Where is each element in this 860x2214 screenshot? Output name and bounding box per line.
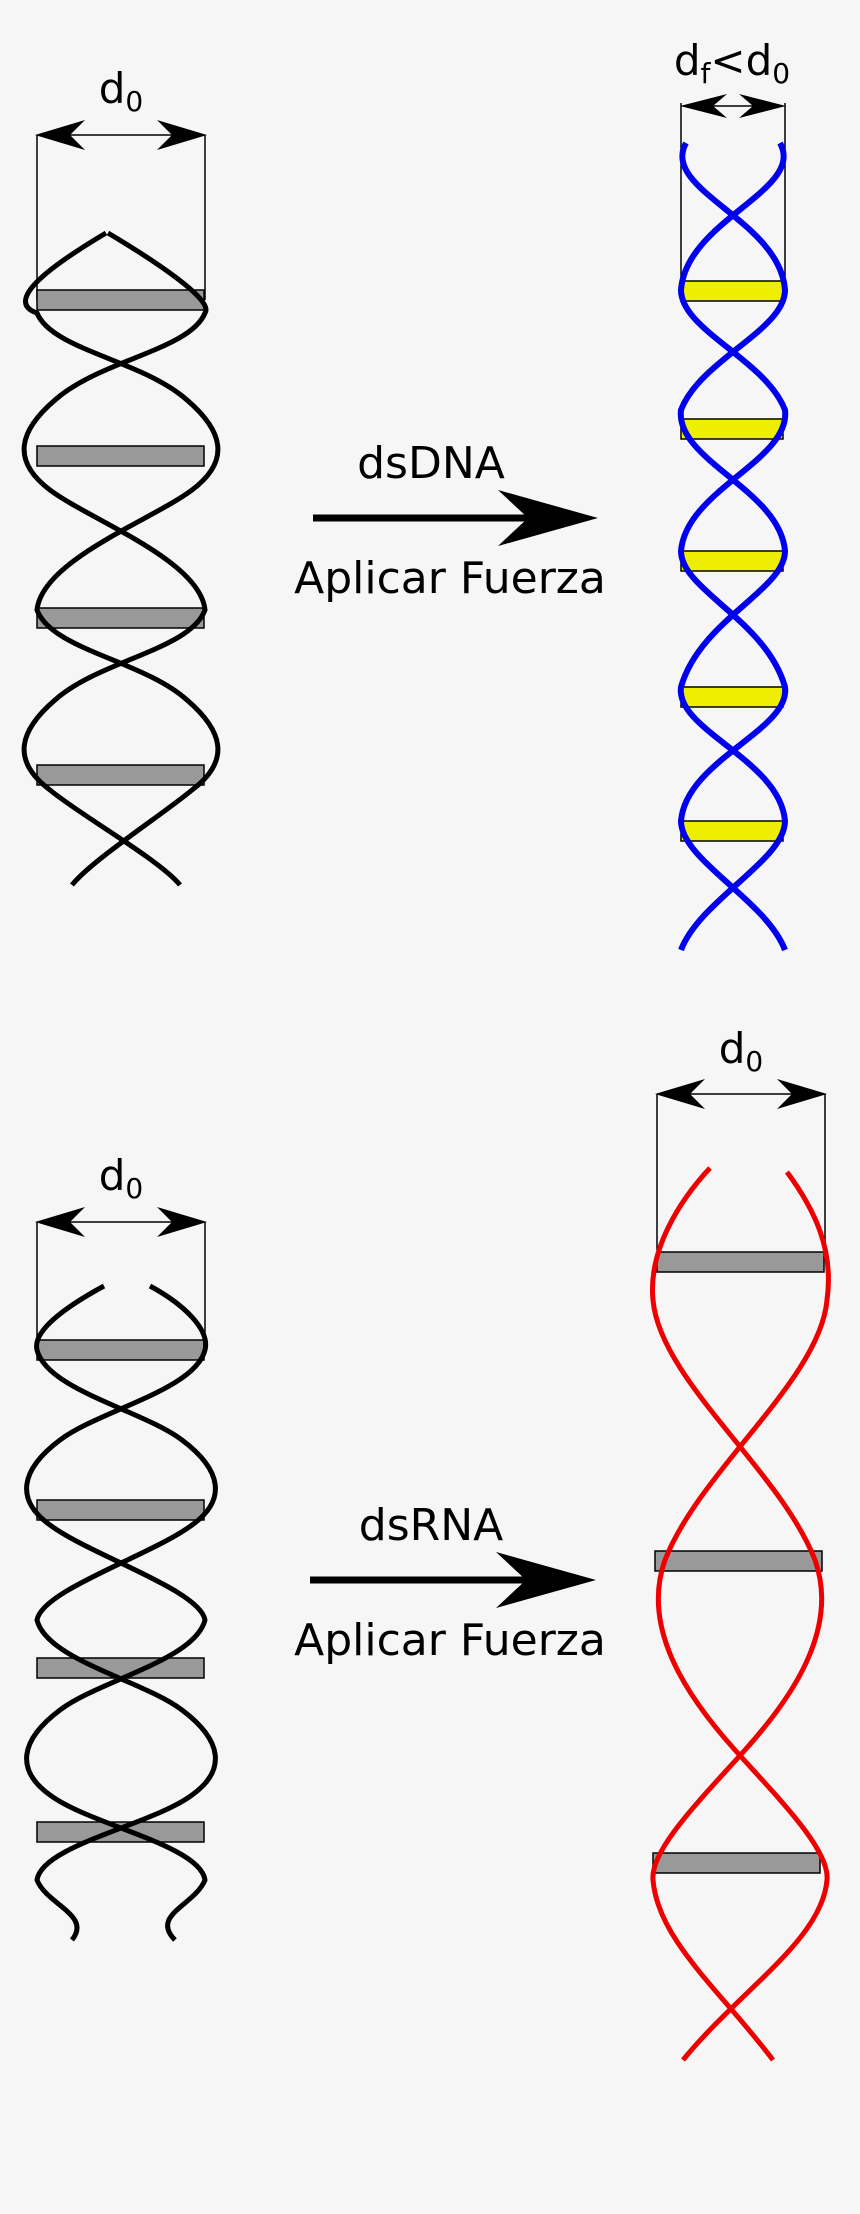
dsdna-stretched-width-label: df<d0: [674, 36, 790, 90]
dsrna-stretched-strand-a: [649, 1166, 825, 2062]
dsrna-stretched-base-pairs: [652, 1251, 825, 1874]
dsrna-relaxed-width-marker: d0: [35, 1151, 207, 1350]
dsrna-stretched-width-marker: d0: [655, 1024, 827, 1250]
dsrna-stretched-strand-b: [655, 1170, 831, 2062]
dsdna-molecule-label: dsDNA: [357, 438, 505, 489]
dsdna-action-label: Aplicar Fuerza: [294, 553, 606, 604]
dsdna-relaxed-strand-a: [21, 230, 209, 887]
dsdna-stretched-helix: df<d0: [674, 36, 790, 952]
base-pair-rung: [36, 1821, 205, 1843]
dsdna-stretched-base-pairs: [680, 280, 784, 842]
dsdna-transition: dsDNA Aplicar Fuerza: [294, 438, 606, 604]
base-pair-rung: [36, 764, 205, 786]
base-pair-rung: [652, 1852, 821, 1874]
dsdna-panel: d0 dsDNA Aplicar Fuerza: [21, 36, 790, 952]
dsdna-relaxed-strand-b: [23, 230, 221, 887]
left-arrowhead: [655, 1079, 705, 1109]
dsrna-action-label: Aplicar Fuerza: [294, 1615, 606, 1666]
dsrna-stretched-helix: d0: [649, 1024, 831, 2062]
right-arrowhead: [157, 1207, 207, 1237]
dsdna-relaxed-helix: d0: [21, 64, 221, 887]
base-pair-rung: [36, 1657, 205, 1679]
base-pair-rung: [36, 445, 205, 467]
base-pair-rung: [680, 550, 784, 572]
dsrna-relaxed-strand-b: [34, 1283, 218, 1942]
base-pair-rung: [36, 1339, 205, 1361]
base-pair-rung: [680, 280, 784, 302]
dsrna-molecule-label: dsRNA: [359, 1500, 503, 1551]
dsdna-relaxed-width-label: d0: [99, 64, 144, 118]
dsdna-relaxed-width-marker: d0: [35, 64, 207, 300]
right-arrowhead: [157, 120, 207, 150]
base-pair-rung: [654, 1550, 823, 1572]
base-pair-rung: [36, 289, 205, 311]
dsrna-relaxed-helix: d0: [24, 1151, 218, 1942]
force-arrow-head: [498, 490, 598, 546]
dsrna-relaxed-strand-a: [24, 1283, 209, 1942]
base-pair-rung: [656, 1251, 825, 1273]
base-pair-rung: [680, 686, 784, 708]
base-pair-rung: [680, 820, 784, 842]
force-arrow-head: [496, 1552, 596, 1608]
left-arrowhead: [35, 120, 85, 150]
base-pair-rung: [36, 1499, 205, 1521]
dsrna-panel: d0 dsRNA Aplicar Fuerza: [24, 1024, 831, 2062]
right-arrowhead: [777, 1079, 827, 1109]
base-pair-rung: [680, 418, 784, 440]
dsdna-stretched-strand-b: [677, 141, 789, 952]
left-arrowhead: [680, 94, 727, 118]
dsdna-stretched-strand-a: [677, 141, 789, 952]
left-arrowhead: [35, 1207, 85, 1237]
dsdna-relaxed-base-pairs: [36, 289, 205, 786]
dsrna-stretched-width-label: d0: [719, 1024, 764, 1078]
dsrna-relaxed-width-label: d0: [99, 1151, 144, 1205]
dsrna-transition: dsRNA Aplicar Fuerza: [294, 1500, 606, 1666]
base-pair-rung: [36, 607, 205, 629]
dsdna-stretched-width-marker: df<d0: [674, 36, 790, 290]
right-arrowhead: [739, 94, 786, 118]
